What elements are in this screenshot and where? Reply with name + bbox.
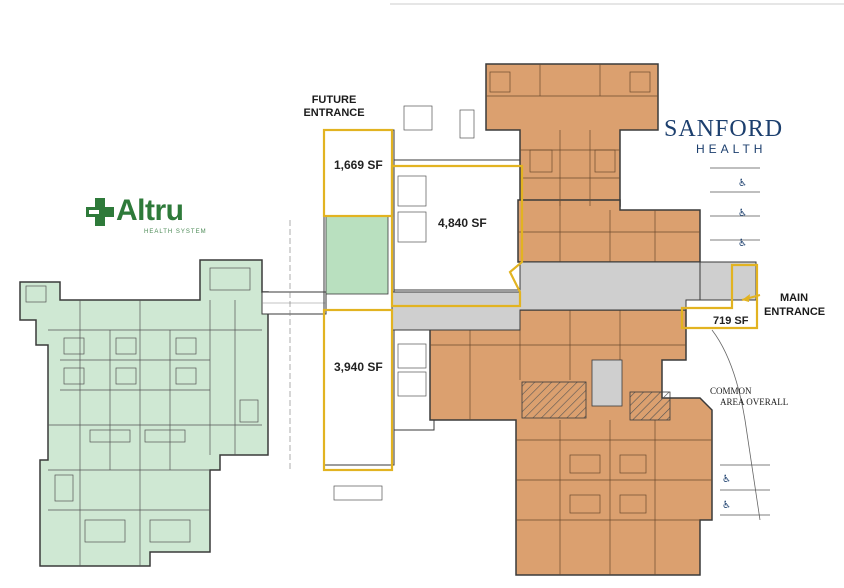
common-area-line-1: COMMON: [710, 386, 752, 396]
main-entrance-label: MAIN ENTRANCE: [764, 291, 826, 319]
altru-logo: Altru HEALTH SYSTEM: [86, 194, 216, 244]
altru-subtitle: HEALTH SYSTEM: [144, 229, 207, 235]
sanford-wordmark: SANFORD: [664, 116, 784, 142]
hatched-common-area-2: [629, 391, 671, 421]
accessible-parking-icon: ♿: [738, 178, 747, 189]
sanford-subtitle: HEALTH: [696, 142, 767, 156]
sanford-building: [429, 63, 713, 576]
future-entrance-line-1: FUTURE: [311, 94, 357, 106]
connector-hallway: [261, 220, 327, 470]
main-entrance-line-1: MAIN: [779, 292, 809, 304]
altru-cross-icon: [86, 198, 114, 226]
vacant-green-area: [325, 215, 389, 295]
hatched-common-area-1: [521, 381, 587, 419]
common-area-line-2: AREA OVERALL: [720, 397, 789, 407]
accessible-parking-icon: ♿: [738, 238, 747, 249]
suite-3940-area: 3,940 SF: [334, 360, 383, 374]
suite-719-outline: [680, 263, 759, 330]
sanford-logo: SANFORD HEALTH: [664, 116, 816, 158]
altru-building: [19, 259, 269, 567]
suite-1669-outline: [322, 128, 394, 218]
suite-719-area: 719 SF: [713, 315, 749, 327]
suite-4840-outline: [390, 164, 524, 308]
accessible-parking-icon: ♿: [722, 500, 731, 511]
suite-3940-outline: [322, 308, 394, 472]
future-entrance-label: FUTURE ENTRANCE: [298, 94, 370, 120]
accessible-parking-icon: ♿: [722, 474, 731, 485]
accessible-parking-icon: ♿: [738, 208, 747, 219]
main-entrance-line-2: ENTRANCE: [764, 306, 826, 318]
common-area-gray-2: [591, 359, 623, 407]
common-corridor: [391, 261, 701, 331]
suite-outlines: [322, 128, 759, 472]
suite-1669-area: 1,669 SF: [334, 158, 383, 172]
main-entrance-area: ♿ ♿ ♿ ♿ ♿: [699, 167, 770, 521]
suite-4840-area: 4,840 SF: [438, 216, 487, 230]
common-area-label: COMMON AREA OVERALL: [706, 386, 802, 408]
altru-wordmark: Altru: [116, 194, 184, 227]
future-entrance-line-2: ENTRANCE: [303, 107, 365, 119]
